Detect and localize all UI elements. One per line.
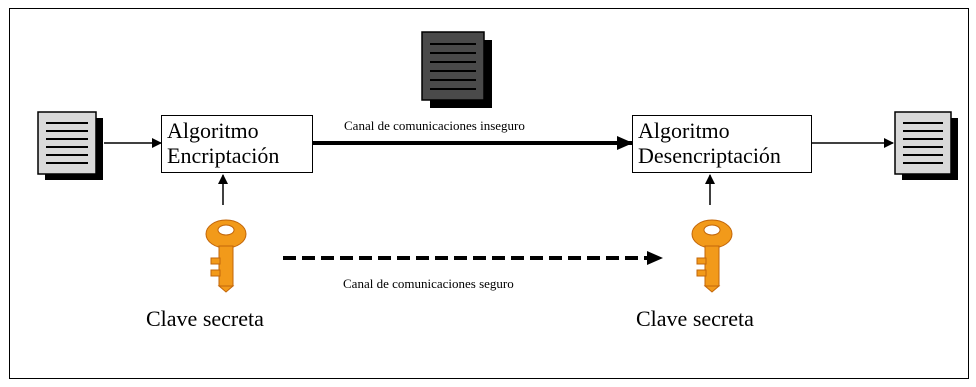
- encryption-box-line2: Encriptación: [167, 143, 280, 168]
- decrypted-document-icon: [894, 111, 958, 180]
- ciphertext-document-icon: [421, 31, 492, 108]
- insecure-channel-label: Canal de comunicaciones inseguro: [344, 118, 525, 133]
- encryption-box-line1: Algoritmo: [167, 118, 259, 143]
- decryption-algorithm-box: Algoritmo Desencriptación: [632, 115, 812, 173]
- left-key-icon: [205, 219, 247, 293]
- encryption-algorithm-box: Algoritmo Encriptación: [161, 115, 313, 173]
- left-secret-key-label: Clave secreta: [146, 306, 264, 331]
- right-secret-key-label: Clave secreta: [636, 306, 754, 331]
- secure-channel-label: Canal de comunicaciones seguro: [343, 276, 514, 291]
- right-key-icon: [691, 219, 733, 293]
- decryption-box-line1: Algoritmo: [638, 118, 730, 143]
- decryption-box-line2: Desencriptación: [638, 143, 781, 168]
- plaintext-document-icon: [37, 111, 103, 180]
